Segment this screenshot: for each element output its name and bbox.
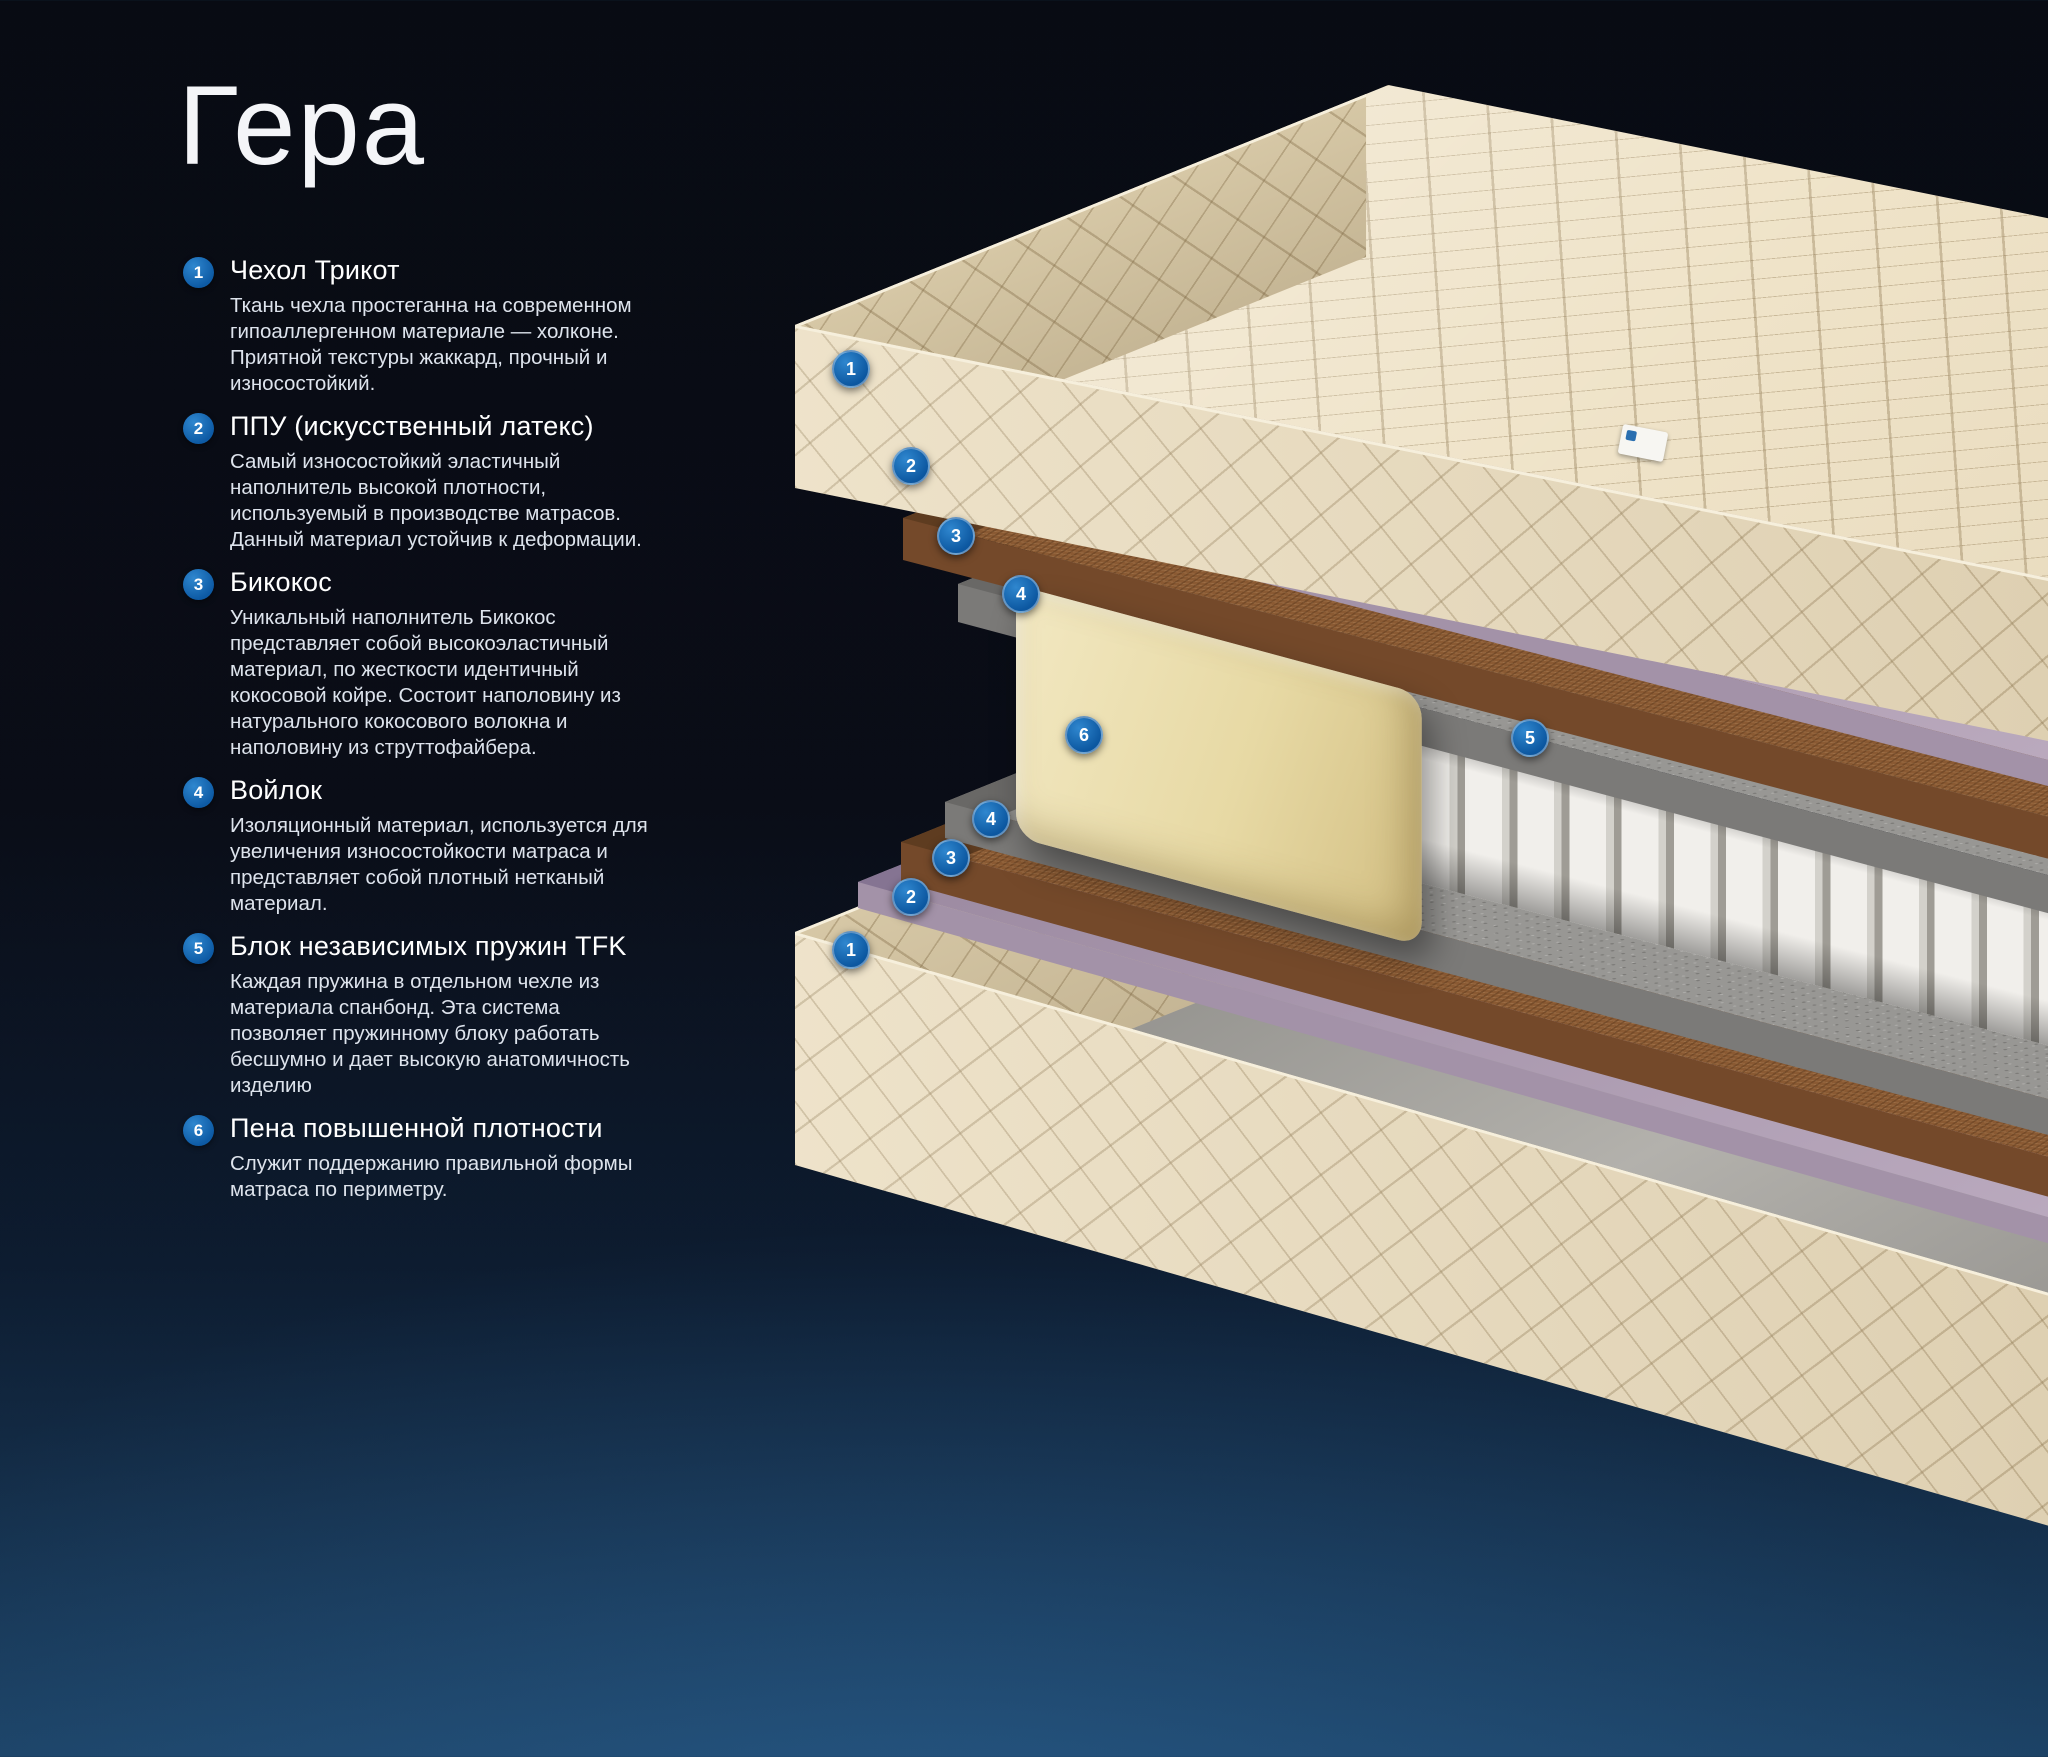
- legend-item-cover: 1 Чехол Трикот Ткань чехла простеганна н…: [183, 255, 663, 397]
- legend-item-springs: 5 Блок независимых пружин TFK Каждая пру…: [183, 931, 663, 1099]
- marker-top-coir: 3: [937, 517, 975, 555]
- legend-number-badge: 3: [183, 569, 214, 601]
- legend-item-title: Войлок: [230, 775, 323, 806]
- page-title: Гера: [178, 63, 427, 188]
- legend: 1 Чехол Трикот Ткань чехла простеганна н…: [183, 255, 663, 1217]
- marker-springs: 5: [1511, 719, 1549, 757]
- legend-item-description: Изоляционный материал, используется для …: [230, 814, 648, 916]
- legend-item-foam: 6 Пена повышенной плотности Служит подде…: [183, 1113, 663, 1203]
- marker-bottom-ppu: 2: [892, 878, 930, 916]
- legend-item-title: Блок независимых пружин TFK: [230, 931, 627, 962]
- legend-number-badge: 5: [183, 933, 214, 965]
- marker-top-felt: 4: [1002, 575, 1040, 613]
- marker-bottom-felt: 4: [972, 800, 1010, 838]
- marker-top-ppu: 2: [892, 447, 930, 485]
- legend-number-badge: 2: [183, 413, 214, 445]
- marker-bottom-cover: 1: [832, 931, 870, 969]
- legend-item-description: Уникальный наполнитель Бикокос представл…: [230, 606, 621, 760]
- legend-item-title: Бикокос: [230, 567, 332, 598]
- legend-item-ppu: 2 ППУ (искусственный латекс) Самый износ…: [183, 411, 663, 553]
- legend-item-title: Пена повышенной плотности: [230, 1113, 603, 1144]
- marker-foam: 6: [1065, 716, 1103, 754]
- legend-item-description: Служит поддержанию правильной формы матр…: [230, 1152, 633, 1202]
- legend-item-description: Ткань чехла простеганна на современном г…: [230, 294, 632, 396]
- legend-item-description: Самый износостойкий эластичный наполните…: [230, 450, 642, 552]
- legend-item-description: Каждая пружина в отдельном чехле из мате…: [230, 970, 630, 1098]
- legend-number-badge: 6: [183, 1115, 214, 1147]
- legend-item-title: ППУ (искусственный латекс): [230, 411, 594, 442]
- legend-number-badge: 4: [183, 777, 214, 809]
- legend-number-badge: 1: [183, 257, 214, 288]
- marker-top-cover: 1: [832, 350, 870, 388]
- legend-item-bicocos: 3 Бикокос Уникальный наполнитель Бикокос…: [183, 567, 663, 761]
- legend-item-felt: 4 Войлок Изоляционный материал, использу…: [183, 775, 663, 917]
- marker-bottom-coir: 3: [932, 839, 970, 877]
- legend-item-title: Чехол Трикот: [230, 255, 400, 285]
